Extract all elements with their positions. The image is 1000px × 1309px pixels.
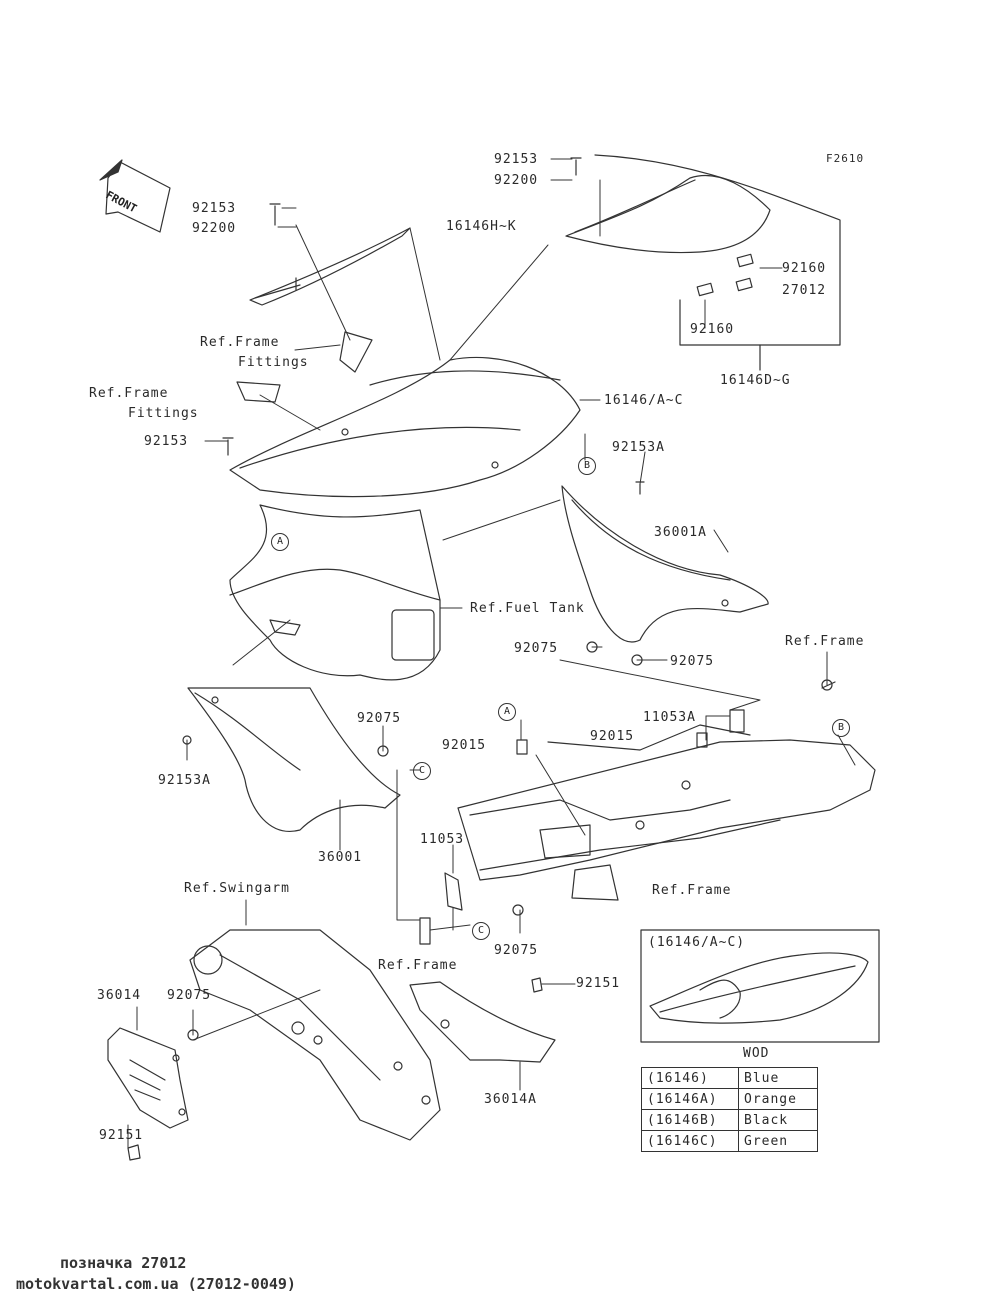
label-92151-right: 92151 [576,976,621,991]
label-92200-top: 92200 [494,173,539,188]
frame-outline [457,724,876,901]
heel-guard-36014-part [107,1027,189,1129]
figure-code: F2610 [826,152,865,165]
table-cell-part: (16146C) [641,1130,739,1152]
label-36014: 36014 [97,988,142,1003]
side-cover-36001A-part [561,485,769,643]
label-92015-a: 92015 [590,729,635,744]
label-92075-e: 92075 [167,988,212,1003]
table-cell-part: (16146) [641,1067,739,1089]
label-16146-A-C: 16146/A~C [604,393,684,408]
label-36001: 36001 [318,850,363,865]
seat-cover-part [565,174,771,297]
label-ref-frame-1: Ref.Frame [200,335,280,350]
table-row: (16146B) Black [641,1109,818,1131]
ref-circle-c-mid: C [413,762,431,780]
label-ref-frame-mid: Ref.Frame [652,883,732,898]
label-36001A: 36001A [654,525,707,540]
rear-cowl-upper-part [249,227,411,306]
label-92153A-top: 92153A [612,440,665,455]
leader-lines [127,158,856,1149]
label-11053A: 11053A [643,710,696,725]
label-16146H-K: 16146H~K [446,219,517,234]
front-arrow-icon [99,159,171,233]
label-27012: 27012 [782,283,827,298]
table-cell-part: (16146A) [641,1088,739,1110]
label-92015-b: 92015 [442,738,487,753]
label-92075-a: 92075 [514,641,559,656]
label-92153-mid: 92153 [144,434,189,449]
ref-circle-c-low: C [472,922,490,940]
label-ref-frame-2: Ref.Frame [89,386,169,401]
ref-circle-a-top: A [498,703,516,721]
label-92075-c: 92075 [357,711,402,726]
label-ref-frame-low: Ref.Frame [378,958,458,973]
label-92153A-left: 92153A [158,773,211,788]
ref-circle-b-right: B [578,457,596,475]
label-92075-b: 92075 [670,654,715,669]
footer-note: позначка 27012 [60,1254,187,1272]
label-fittings-2: Fittings [128,406,199,421]
label-92151-left: 92151 [99,1128,144,1143]
inset-title: (16146/A~C) [648,935,746,950]
label-92200-left: 92200 [192,221,237,236]
table-row: (16146) Blue [641,1067,818,1089]
label-92160-a: 92160 [782,261,827,276]
table-cell-color: Blue [738,1067,818,1089]
label-ref-fuel-tank: Ref.Fuel Tank [470,601,585,616]
bolts [127,157,836,1161]
label-36014A: 36014A [484,1092,537,1107]
label-11053: 11053 [420,832,465,847]
chain-guard-36014A-part [409,981,556,1063]
ref-circle-a-left: A [271,533,289,551]
label-ref-frame-top: Ref.Frame [785,634,865,649]
ref-circle-b-frame: B [832,719,850,737]
label-92160-b: 92160 [690,322,735,337]
table-cell-color: Orange [738,1088,818,1110]
label-16146D-G: 16146D~G [720,373,791,388]
color-table: (16146) Blue (16146A) Orange (16146B) Bl… [641,1067,818,1152]
table-row: (16146C) Green [641,1130,818,1152]
table-cell-color: Green [738,1130,818,1152]
label-92153-left: 92153 [192,201,237,216]
table-row: (16146A) Orange [641,1088,818,1110]
footer-source: motokvartal.com.ua (27012-0049) [16,1275,296,1293]
label-fittings-1: Fittings [238,355,309,370]
color-table-title: WOD [743,1046,770,1061]
swingarm-outline [189,929,441,1141]
side-cowl-part [229,356,581,498]
inset-box [640,929,880,1043]
side-cover-36001-part [187,687,401,832]
label-92153-top: 92153 [494,152,539,167]
fuel-tank-outline [229,504,441,681]
label-92075-d: 92075 [494,943,539,958]
label-ref-swingarm: Ref.Swingarm [184,881,290,896]
table-cell-color: Black [738,1109,818,1131]
table-cell-part: (16146B) [641,1109,739,1131]
